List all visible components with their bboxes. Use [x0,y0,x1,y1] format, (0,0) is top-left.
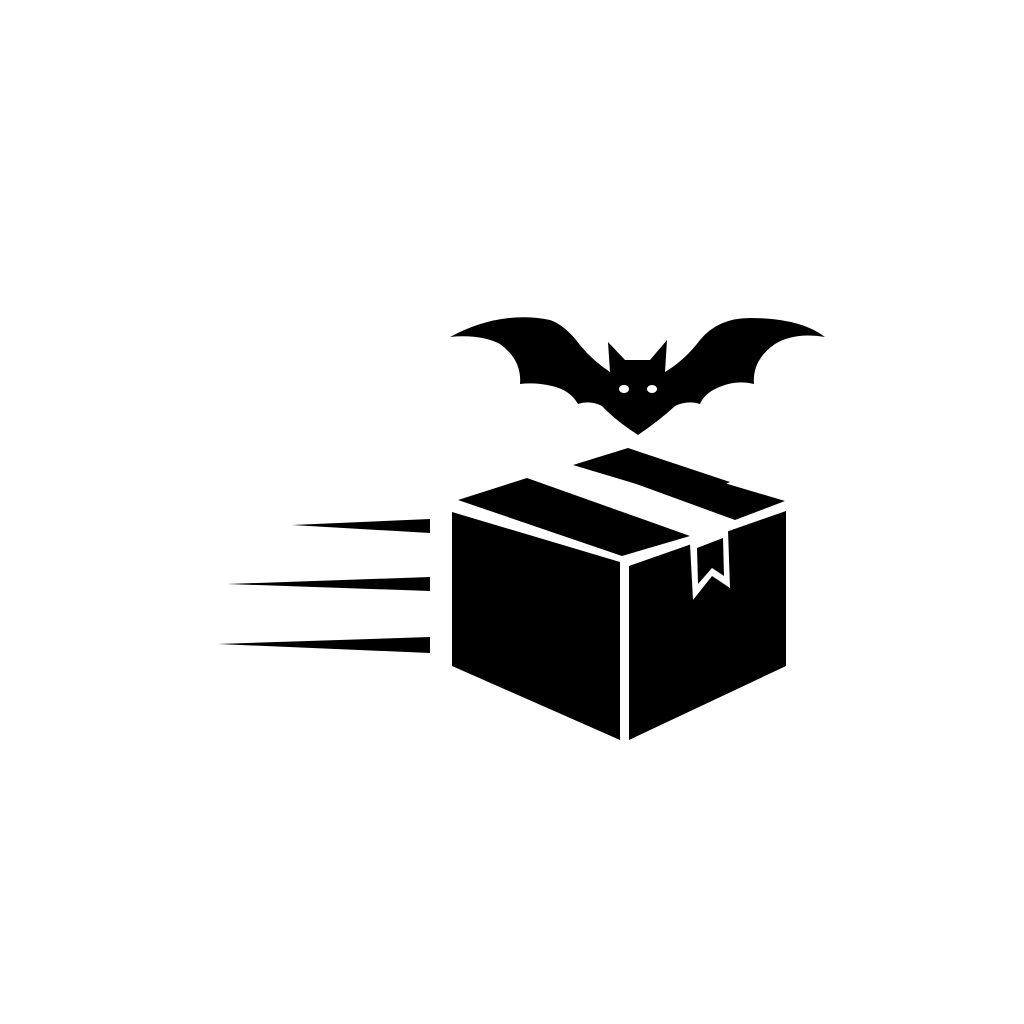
box-top-flap-right [598,458,785,520]
box-tape-tab-inner [697,538,724,584]
speed-line-bottom [218,637,430,653]
speed-line-middle [227,577,430,591]
package-box-icon [452,448,786,740]
box-left-face [452,512,620,740]
speed-lines-icon [218,519,430,653]
box-right-face [629,511,786,740]
bat-body [450,317,825,435]
speed-line-top [292,519,430,533]
bat-eye-right [647,385,657,393]
bat-icon [450,317,825,435]
box-top-flap-left [458,478,690,556]
bat-eye-left [619,385,629,393]
